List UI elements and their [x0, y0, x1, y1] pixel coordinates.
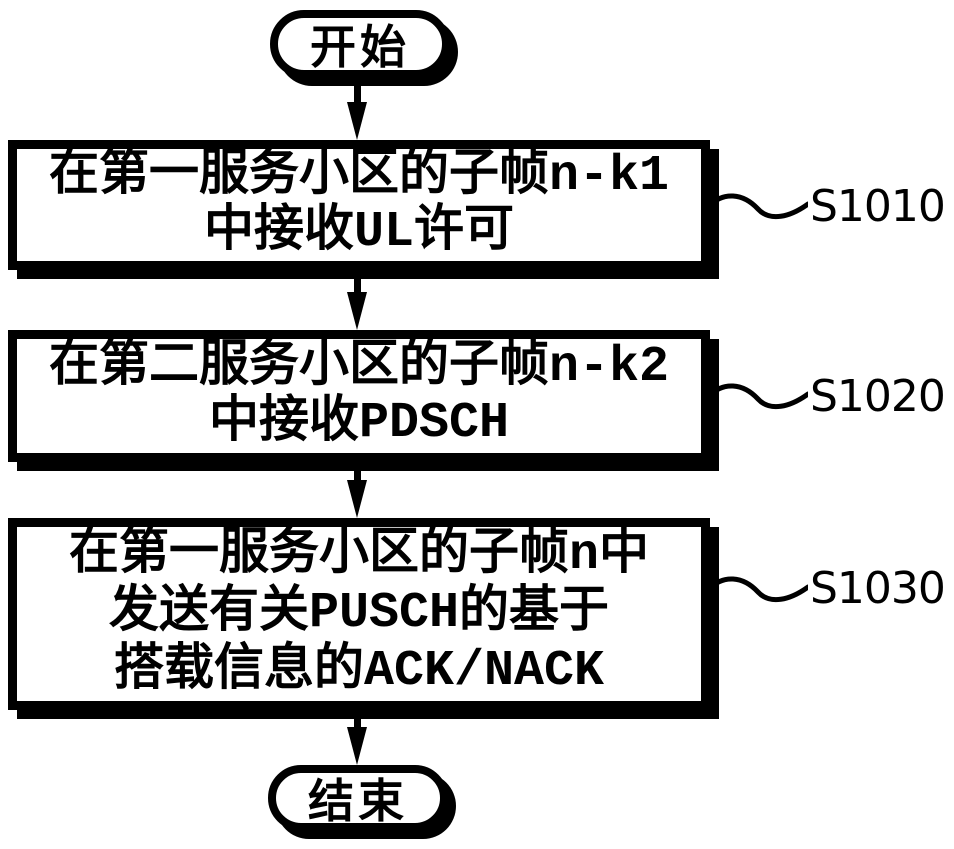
arrow-head	[347, 102, 367, 140]
step-box-s1030: 在第一服务小区的子帧n中 发送有关PUSCH的基于 搭载信息的ACK/NACK	[8, 518, 710, 710]
arrow-shaft	[353, 712, 361, 727]
leader-line-icon	[708, 576, 808, 603]
step-text-line: 中接收PDSCH	[208, 395, 510, 452]
step-box-s1010: 在第一服务小区的子帧n-k1 中接收UL许可	[8, 140, 710, 270]
arrow-down-icon	[346, 272, 368, 330]
step-box-s1020: 在第二服务小区的子帧n-k2 中接收PDSCH	[8, 330, 710, 462]
step-label-s1020: S1020	[810, 371, 946, 422]
step-text-line: 在第一服务小区的子帧n中	[68, 527, 649, 584]
step-text-line: 在第二服务小区的子帧n-k2	[48, 339, 670, 396]
leader-line-icon	[708, 193, 808, 220]
start-terminal-label: 开始	[310, 21, 410, 73]
arrow-head	[347, 727, 367, 765]
end-terminal: 结束	[268, 765, 448, 831]
leader-line-icon	[708, 383, 808, 410]
end-terminal-label: 结束	[308, 775, 408, 827]
arrow-shaft	[353, 84, 361, 102]
arrow-head	[347, 480, 367, 518]
arrow-down-icon	[346, 84, 368, 140]
arrow-head	[347, 292, 367, 330]
step-text-line: 搭载信息的ACK/NACK	[113, 643, 605, 700]
step-text-line: 中接收UL许可	[203, 204, 514, 261]
start-terminal: 开始	[270, 10, 450, 78]
arrow-down-icon	[346, 464, 368, 518]
step-text-line: 在第一服务小区的子帧n-k1	[48, 148, 670, 205]
step-label-s1030: S1030	[810, 563, 946, 614]
step-text-line: 发送有关PUSCH的基于	[108, 585, 610, 642]
step-label-s1010: S1010	[810, 181, 946, 232]
arrow-shaft	[353, 464, 361, 480]
arrow-shaft	[353, 272, 361, 292]
arrow-down-icon	[346, 712, 368, 765]
